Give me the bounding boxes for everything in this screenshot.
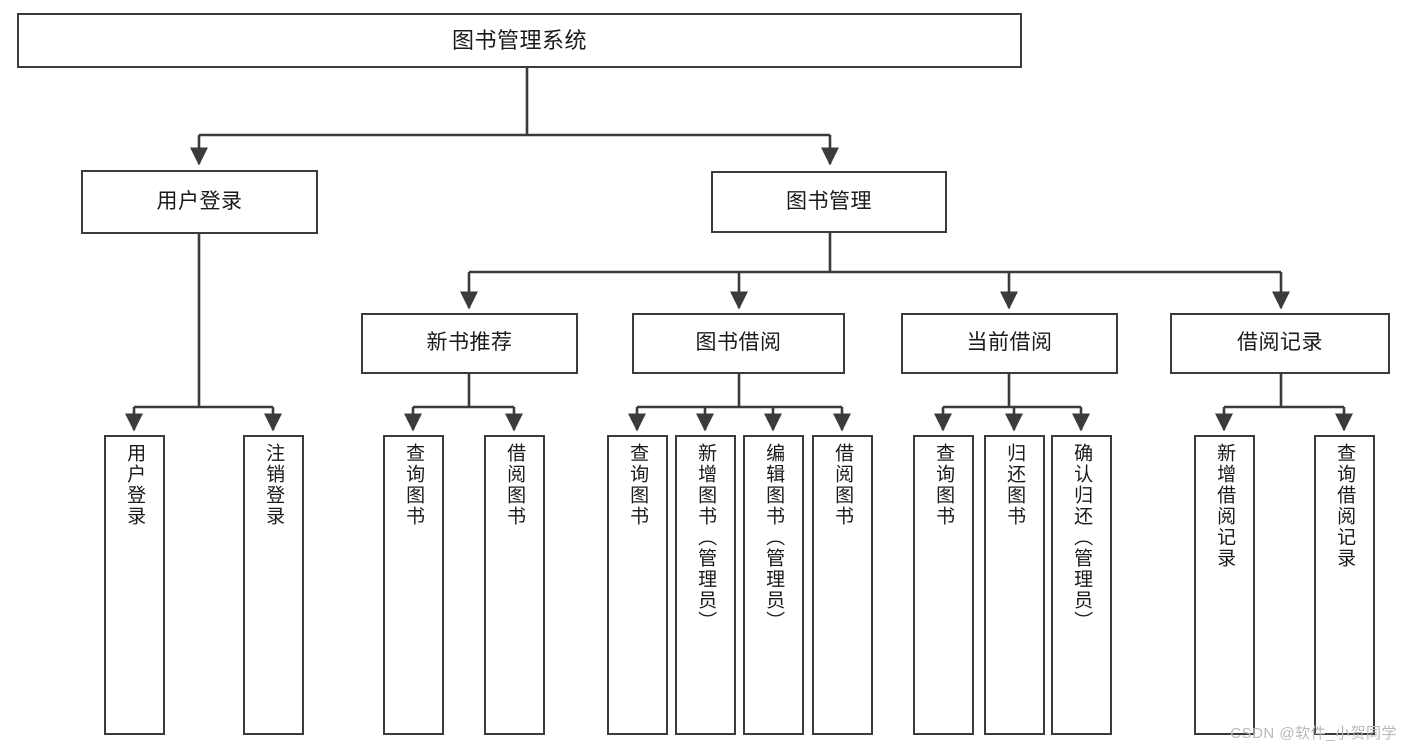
node-root-system[interactable]: 图书管理系统 — [17, 13, 1022, 68]
node-label: 图书管理 — [786, 189, 872, 213]
node-label: 归还图书 — [1004, 443, 1026, 527]
leaf-new-book-borrow[interactable]: 借阅图书 — [484, 435, 545, 735]
node-book-borrow[interactable]: 图书借阅 — [632, 313, 845, 374]
node-label: 借阅记录 — [1237, 331, 1323, 355]
node-label: 借阅图书 — [832, 443, 854, 527]
node-label: 查询图书 — [933, 443, 955, 527]
leaf-user-logout[interactable]: 注销登录 — [243, 435, 304, 735]
node-label: 查询借阅记录 — [1334, 443, 1356, 569]
leaf-current-query-book[interactable]: 查询图书 — [913, 435, 974, 735]
node-label: 图书借阅 — [695, 331, 782, 355]
node-current-borrow[interactable]: 当前借阅 — [901, 313, 1118, 374]
leaf-borrow-add-book[interactable]: 新增图书（管理员） — [675, 435, 736, 735]
node-label: 查询图书 — [627, 443, 649, 527]
node-book-management[interactable]: 图书管理 — [711, 171, 947, 233]
node-new-book-recommend[interactable]: 新书推荐 — [361, 313, 578, 374]
node-label: 图书管理系统 — [451, 27, 587, 53]
leaf-user-login[interactable]: 用户登录 — [104, 435, 165, 735]
leaf-new-book-query[interactable]: 查询图书 — [383, 435, 444, 735]
node-label: 查询图书 — [403, 443, 425, 527]
node-label: 用户登录 — [124, 443, 146, 527]
leaf-borrow-edit-book[interactable]: 编辑图书（管理员） — [743, 435, 804, 735]
watermark-text: CSDN @软件_小贺同学 — [1230, 725, 1397, 742]
node-label: 新增借阅记录 — [1214, 443, 1236, 569]
leaf-current-return-book[interactable]: 归还图书 — [984, 435, 1045, 735]
node-label: 确认归还（管理员） — [1071, 443, 1093, 632]
node-label: 用户登录 — [156, 189, 243, 213]
node-label: 编辑图书（管理员） — [763, 443, 785, 632]
node-user-login[interactable]: 用户登录 — [81, 170, 318, 234]
leaf-borrow-query-book[interactable]: 查询图书 — [607, 435, 668, 735]
node-label: 注销登录 — [263, 443, 285, 527]
leaf-current-confirm-return[interactable]: 确认归还（管理员） — [1051, 435, 1112, 735]
leaf-borrow-lend-book[interactable]: 借阅图书 — [812, 435, 873, 735]
node-label: 新书推荐 — [426, 331, 513, 355]
node-label: 新增图书（管理员） — [695, 443, 717, 632]
node-label: 借阅图书 — [504, 443, 526, 527]
node-borrow-record[interactable]: 借阅记录 — [1170, 313, 1390, 374]
leaf-record-query[interactable]: 查询借阅记录 — [1314, 435, 1375, 735]
node-label: 当前借阅 — [966, 331, 1053, 355]
leaf-record-add[interactable]: 新增借阅记录 — [1194, 435, 1255, 735]
